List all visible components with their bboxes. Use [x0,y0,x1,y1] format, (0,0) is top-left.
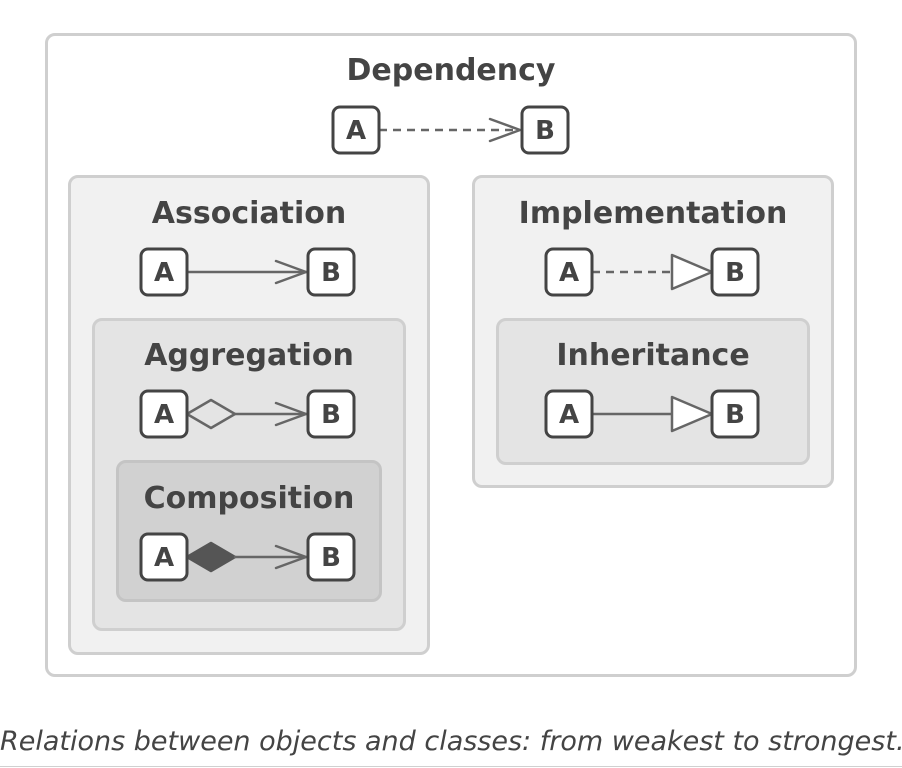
inheritance-title: Inheritance [556,338,750,373]
class-node-label: A [559,400,579,430]
implementation-title: Implementation [518,196,788,231]
class-node-a [139,247,189,297]
class-node-b [710,247,760,297]
class-node-a [544,389,594,439]
open-arrow-head [274,259,308,285]
filled-diamond-marker [185,541,237,573]
hollow-triangle-marker [670,395,714,433]
open-arrow-head [274,544,308,570]
class-node-label: B [535,116,555,146]
class-node-b [710,389,760,439]
dependency-title: Dependency [346,53,556,88]
bottom-divider [0,766,902,767]
class-node-label: A [559,258,579,288]
class-node-a [139,532,189,582]
class-node-label: B [321,400,341,430]
class-node-label: A [154,400,174,430]
hollow-triangle-marker [670,253,714,291]
class-node-a [544,247,594,297]
class-node-label: B [321,258,341,288]
composition-title: Composition [143,481,355,516]
class-node-label: B [725,400,745,430]
class-node-a [139,389,189,439]
class-node-label: A [154,543,174,573]
aggregation-title: Aggregation [144,338,354,373]
class-node-b [520,105,570,155]
class-node-label: B [321,543,341,573]
class-node-label: B [725,258,745,288]
hollow-diamond-marker [185,398,237,430]
class-node-b [306,247,356,297]
association-title: Association [151,196,347,231]
open-arrow-head [488,117,522,143]
inheritance-panel [496,318,810,465]
class-node-b [306,532,356,582]
figure-caption: Relations between objects and classes: f… [0,726,902,757]
class-node-a [331,105,381,155]
class-node-label: A [346,116,366,146]
class-node-label: A [154,258,174,288]
class-node-b [306,389,356,439]
open-arrow-head [274,401,308,427]
